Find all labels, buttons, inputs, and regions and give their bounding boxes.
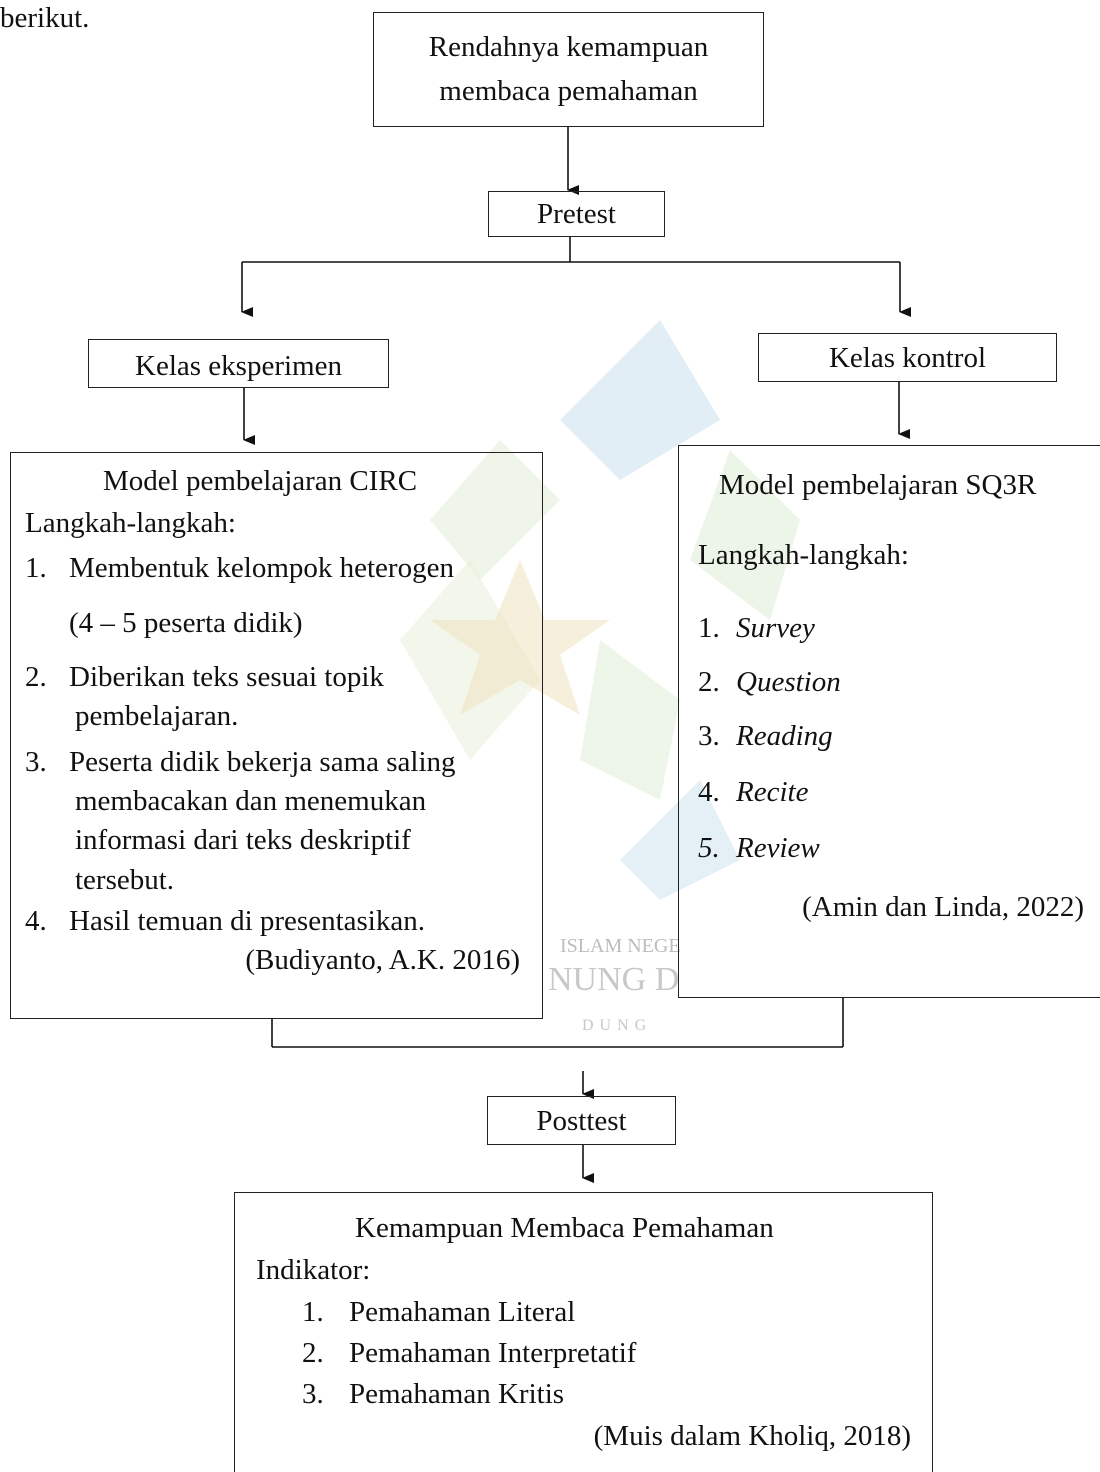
problem-line-2: membaca pemahaman [439,75,698,107]
sq3r-step-3-num: 3. [698,720,720,752]
sq3r-step-2-label: Question [736,666,841,698]
outcome-indicator-1-label: Pemahaman Literal [349,1296,576,1328]
circ-step-3-line-4: tersebut. [75,864,175,896]
watermark-text-3: DUNG [582,1017,652,1034]
circ-citation: (Budiyanto, A.K. 2016) [245,944,520,976]
outcome-title: Kemampuan Membaca Pemahaman [355,1212,774,1244]
circ-step-3-line-1: Peserta didik bekerja sama saling [69,746,456,778]
sq3r-step-2-num: 2. [698,666,720,698]
posttest-box: Posttest [487,1096,676,1145]
experiment-class-label: Kelas eksperimen [135,350,342,382]
problem-box: Rendahnya kemampuan membaca pemahaman [373,12,764,127]
sq3r-model-box [678,445,1100,998]
circ-step-3-line-2: membacakan dan menemukan [75,785,427,817]
circ-step-1-num: 1. [25,552,47,584]
outcome-indicator-label: Indikator: [256,1254,371,1286]
control-class-label: Kelas kontrol [828,342,987,374]
outcome-box [234,1192,933,1472]
circ-step-4-num: 4. [25,905,47,937]
experiment-class-box: Kelas eksperimen [88,339,389,388]
problem-line-1: Rendahnya kemampuan [428,31,709,63]
circ-step-2-line-2: pembelajaran. [75,700,239,732]
outcome-indicator-3-label: Pemahaman Kritis [349,1378,565,1410]
watermark-text-2: NUNG D [548,961,679,998]
sq3r-step-4-label: Recite [736,776,809,808]
posttest-label: Posttest [536,1105,627,1137]
circ-step-4-line-1: Hasil temuan di presentasikan. [69,905,425,937]
pretest-box: Pretest [488,191,665,237]
outcome-indicator-2-label: Pemahaman Interpretatif [349,1337,637,1369]
sq3r-step-4-num: 4. [698,776,720,808]
sq3r-step-5-num: 5. [698,832,720,864]
sq3r-step-1-num: 1. [698,612,720,644]
outcome-indicator-3-num: 3. [302,1378,324,1410]
outcome-indicator-1-num: 1. [302,1296,324,1328]
intro-text: berikut. [0,2,90,34]
control-class-box: Kelas kontrol [758,333,1057,382]
outcome-citation: (Muis dalam Kholiq, 2018) [593,1420,911,1452]
sq3r-title: Model pembelajaran SQ3R [719,469,1037,501]
sq3r-citation: (Amin dan Linda, 2022) [802,891,1084,923]
sq3r-step-5-label: Review [736,832,820,864]
sq3r-step-3-label: Reading [736,720,833,752]
outcome-indicator-2-num: 2. [302,1337,324,1369]
circ-step-3-line-3: informasi dari teks deskriptif [75,824,411,856]
sq3r-steps-label: Langkah-langkah: [698,539,909,571]
circ-title: Model pembelajaran CIRC [103,465,418,497]
circ-model-box [10,452,543,1019]
circ-steps-label: Langkah-langkah: [25,507,236,539]
circ-step-1-line-1: Membentuk kelompok heterogen [69,552,454,584]
watermark-text-1: ISLAM NEGE [560,935,681,957]
circ-step-2-num: 2. [25,661,47,693]
pretest-label: Pretest [537,198,616,230]
sq3r-step-1-label: Survey [736,612,815,644]
circ-step-3-num: 3. [25,746,47,778]
circ-step-2-line-1: Diberikan teks sesuai topik [69,661,384,693]
circ-step-1-line-2: (4 – 5 peserta didik) [69,607,303,639]
